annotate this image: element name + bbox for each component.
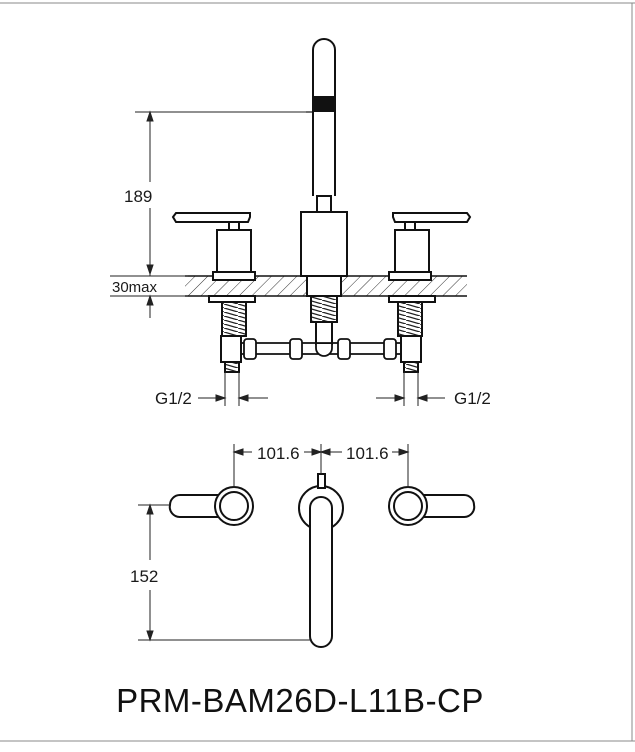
model-number: PRM-BAM26D-L11B-CP [116, 682, 484, 719]
dim-spout-height: 189 [124, 187, 152, 206]
connecting-hose [241, 338, 401, 360]
spout-plan [298, 473, 344, 648]
plan-view [168, 473, 476, 648]
left-handle-plan [168, 486, 254, 526]
right-valve [388, 212, 472, 373]
elevation-view [171, 38, 472, 373]
left-valve [171, 212, 256, 373]
dim-right-spacing: 101.6 [346, 444, 389, 463]
dim-deck-thickness: 30max [112, 279, 158, 296]
right-handle-plan [388, 486, 476, 526]
plan-dimensions [138, 444, 410, 642]
dim-right-thread: G1/2 [454, 389, 491, 408]
elevation-dimensions [110, 110, 445, 406]
dim-left-thread: G1/2 [155, 389, 192, 408]
spout [300, 38, 348, 345]
dim-reach: 152 [130, 567, 158, 586]
dim-left-spacing: 101.6 [257, 444, 300, 463]
